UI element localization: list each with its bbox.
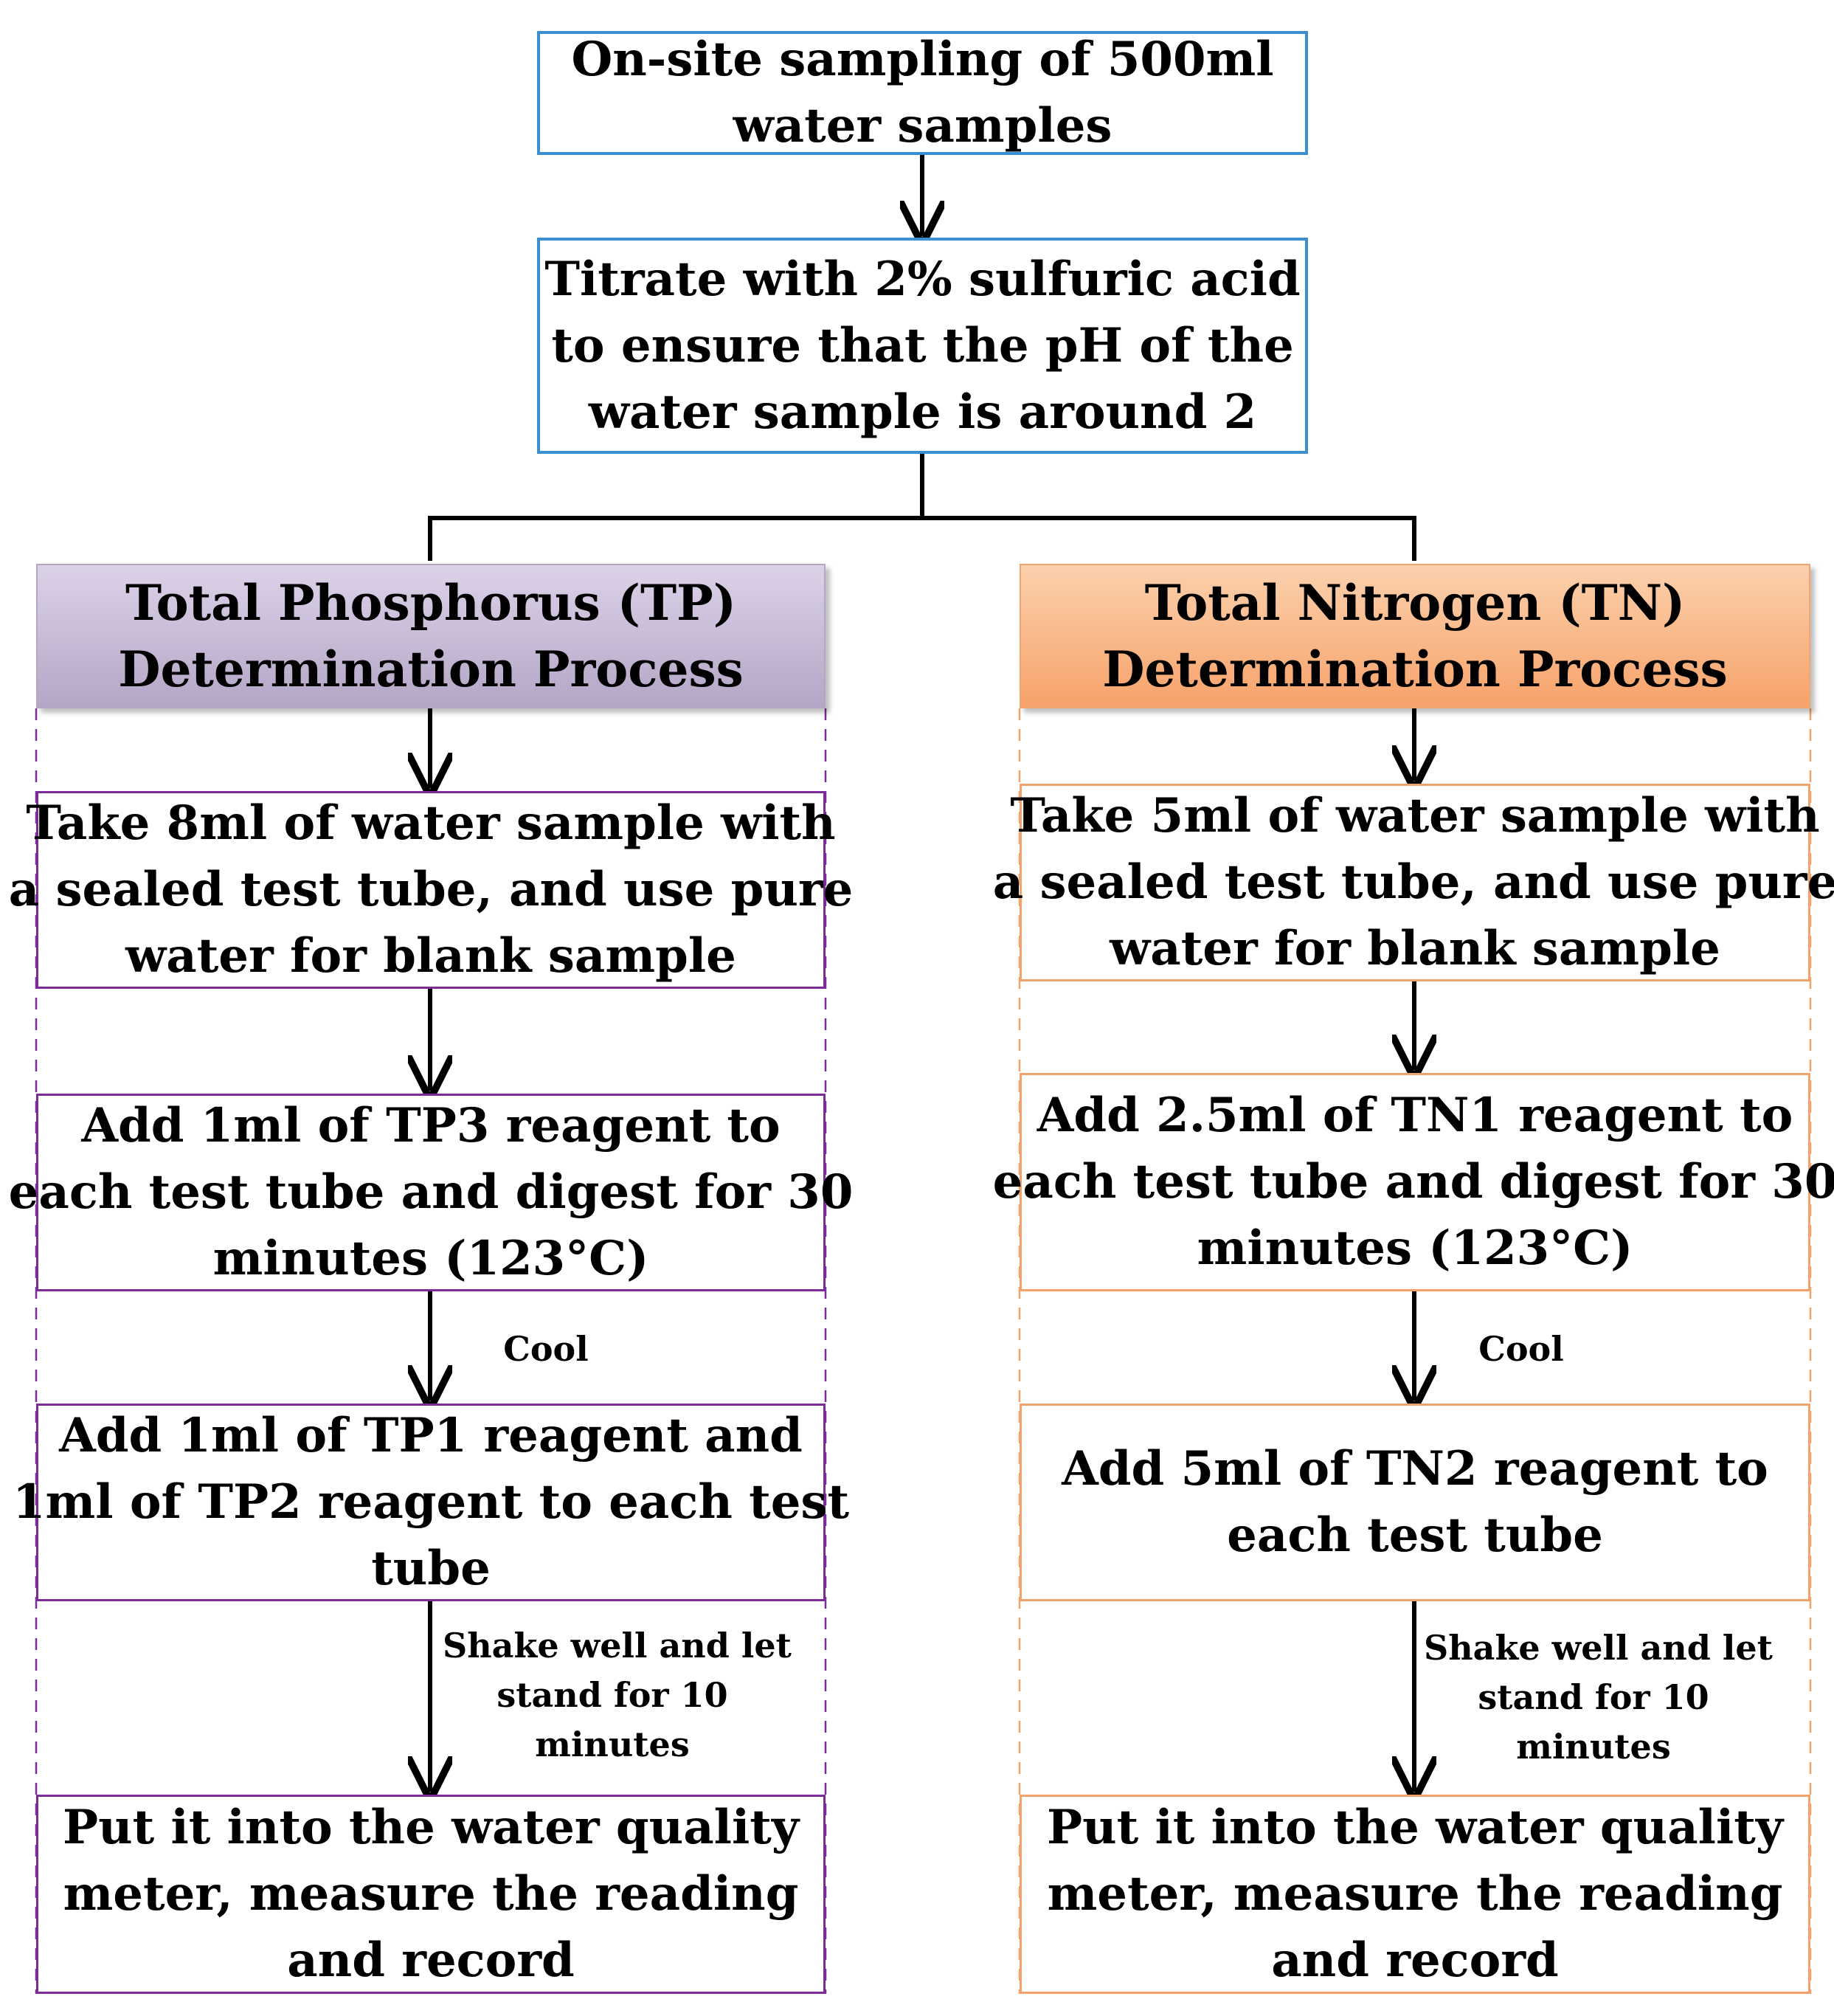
tn-step-1: Take 5ml of water sample with a sealed t…	[993, 784, 1834, 981]
tp-step-2-line-2: each test tube and digest for 30	[8, 1164, 854, 1220]
tp-step-1-line-2: a sealed test tube, and use pure	[8, 862, 854, 917]
tn-shake-line-1: Shake well and let	[1424, 1628, 1773, 1668]
tn-step-1-line-2: a sealed test tube, and use pure	[992, 855, 1834, 910]
tp-step-1-line-3: water for blank sample	[125, 928, 736, 984]
tn-step-2-line-2: each test tube and digest for 30	[992, 1154, 1834, 1209]
tn-step-2: Add 2.5ml of TN1 reagent to each test tu…	[993, 1073, 1834, 1291]
tp-step-2-line-3: minutes (123°C)	[212, 1231, 649, 1286]
tp-step-3-line-2: 1ml of TP2 reagent to each test	[12, 1474, 850, 1530]
tn-step-1-line-1: Take 5ml of water sample with	[1010, 788, 1820, 843]
tn-step-4-line-2: meter, measure the reading	[1047, 1866, 1783, 1922]
branch-connector-right	[922, 516, 1416, 561]
branch-connector	[428, 454, 924, 561]
tp-header: Total Phosphorus (TP) Determination Proc…	[36, 564, 826, 708]
tp-step-3: Add 1ml of TP1 reagent and 1ml of TP2 re…	[13, 1404, 849, 1601]
tn-cool-text: Cool	[1478, 1329, 1564, 1369]
titrate-line-3: water sample is around 2	[588, 384, 1257, 440]
tp-shake-line-2: stand for 10	[496, 1675, 728, 1715]
tp-step-2: Add 1ml of TP3 reagent to each test tube…	[9, 1094, 853, 1291]
tp-step-2-line-1: Add 1ml of TP3 reagent to	[81, 1098, 781, 1153]
tp-shake-line-1: Shake well and let	[443, 1626, 792, 1665]
tp-step-4-line-2: meter, measure the reading	[63, 1866, 799, 1922]
tn-shake-label: Shake well and let stand for 10 minutes	[1424, 1623, 1773, 1772]
tn-header-line-2: Determination Process	[1102, 641, 1728, 698]
titrate-line-1: Titrate with 2% sulfuric acid	[544, 251, 1301, 307]
sampling-line-2: water samples	[733, 98, 1112, 153]
tn-step-3: Add 5ml of TN2 reagent to each test tube	[1020, 1404, 1810, 1601]
tp-shake-label: Shake well and let stand for 10 minutes	[443, 1621, 792, 1770]
tn-shake-line-2: stand for 10	[1478, 1677, 1709, 1717]
tn-step-4-line-3: and record	[1271, 1933, 1559, 1988]
tp-step-1-line-1: Take 8ml of water sample with	[26, 795, 836, 851]
tn-step-4-line-1: Put it into the water quality	[1046, 1800, 1784, 1855]
tn-step-3-line-1: Add 5ml of TN2 reagent to	[1062, 1441, 1768, 1497]
tp-header-line-2: Determination Process	[118, 641, 744, 698]
titrate-line-2: to ensure that the pH of the	[551, 317, 1294, 373]
tn-cool-label: Cool	[1447, 1325, 1595, 1374]
titrate-box: Titrate with 2% sulfuric acid to ensure …	[537, 238, 1308, 454]
tn-step-1-line-3: water for blank sample	[1110, 921, 1720, 976]
tn-step-2-line-3: minutes (123°C)	[1197, 1221, 1633, 1276]
tn-shake-line-3: minutes	[1516, 1727, 1671, 1767]
tp-cool-text: Cool	[503, 1329, 589, 1369]
tp-step-4-line-1: Put it into the water quality	[62, 1800, 800, 1855]
sampling-box: On-site sampling of 500ml water samples	[537, 31, 1308, 155]
tn-step-2-line-1: Add 2.5ml of TN1 reagent to	[1037, 1088, 1793, 1143]
tp-cool-label: Cool	[472, 1325, 620, 1374]
tp-step-4-line-3: and record	[287, 1933, 575, 1988]
tp-step-3-line-3: tube	[371, 1541, 491, 1596]
tn-header-line-1: Total Nitrogen (TN)	[1144, 574, 1686, 632]
tn-step-4: Put it into the water quality meter, mea…	[1020, 1795, 1810, 1994]
tp-header-line-1: Total Phosphorus (TP)	[125, 574, 736, 632]
tp-shake-line-3: minutes	[535, 1725, 690, 1764]
tn-header: Total Nitrogen (TN) Determination Proces…	[1020, 564, 1810, 708]
tp-step-4: Put it into the water quality meter, mea…	[36, 1795, 826, 1994]
tp-step-3-line-1: Add 1ml of TP1 reagent and	[59, 1408, 803, 1463]
sampling-line-1: On-site sampling of 500ml	[571, 32, 1274, 87]
tn-step-3-line-2: each test tube	[1227, 1508, 1603, 1563]
tp-step-1: Take 8ml of water sample with a sealed t…	[9, 791, 853, 989]
